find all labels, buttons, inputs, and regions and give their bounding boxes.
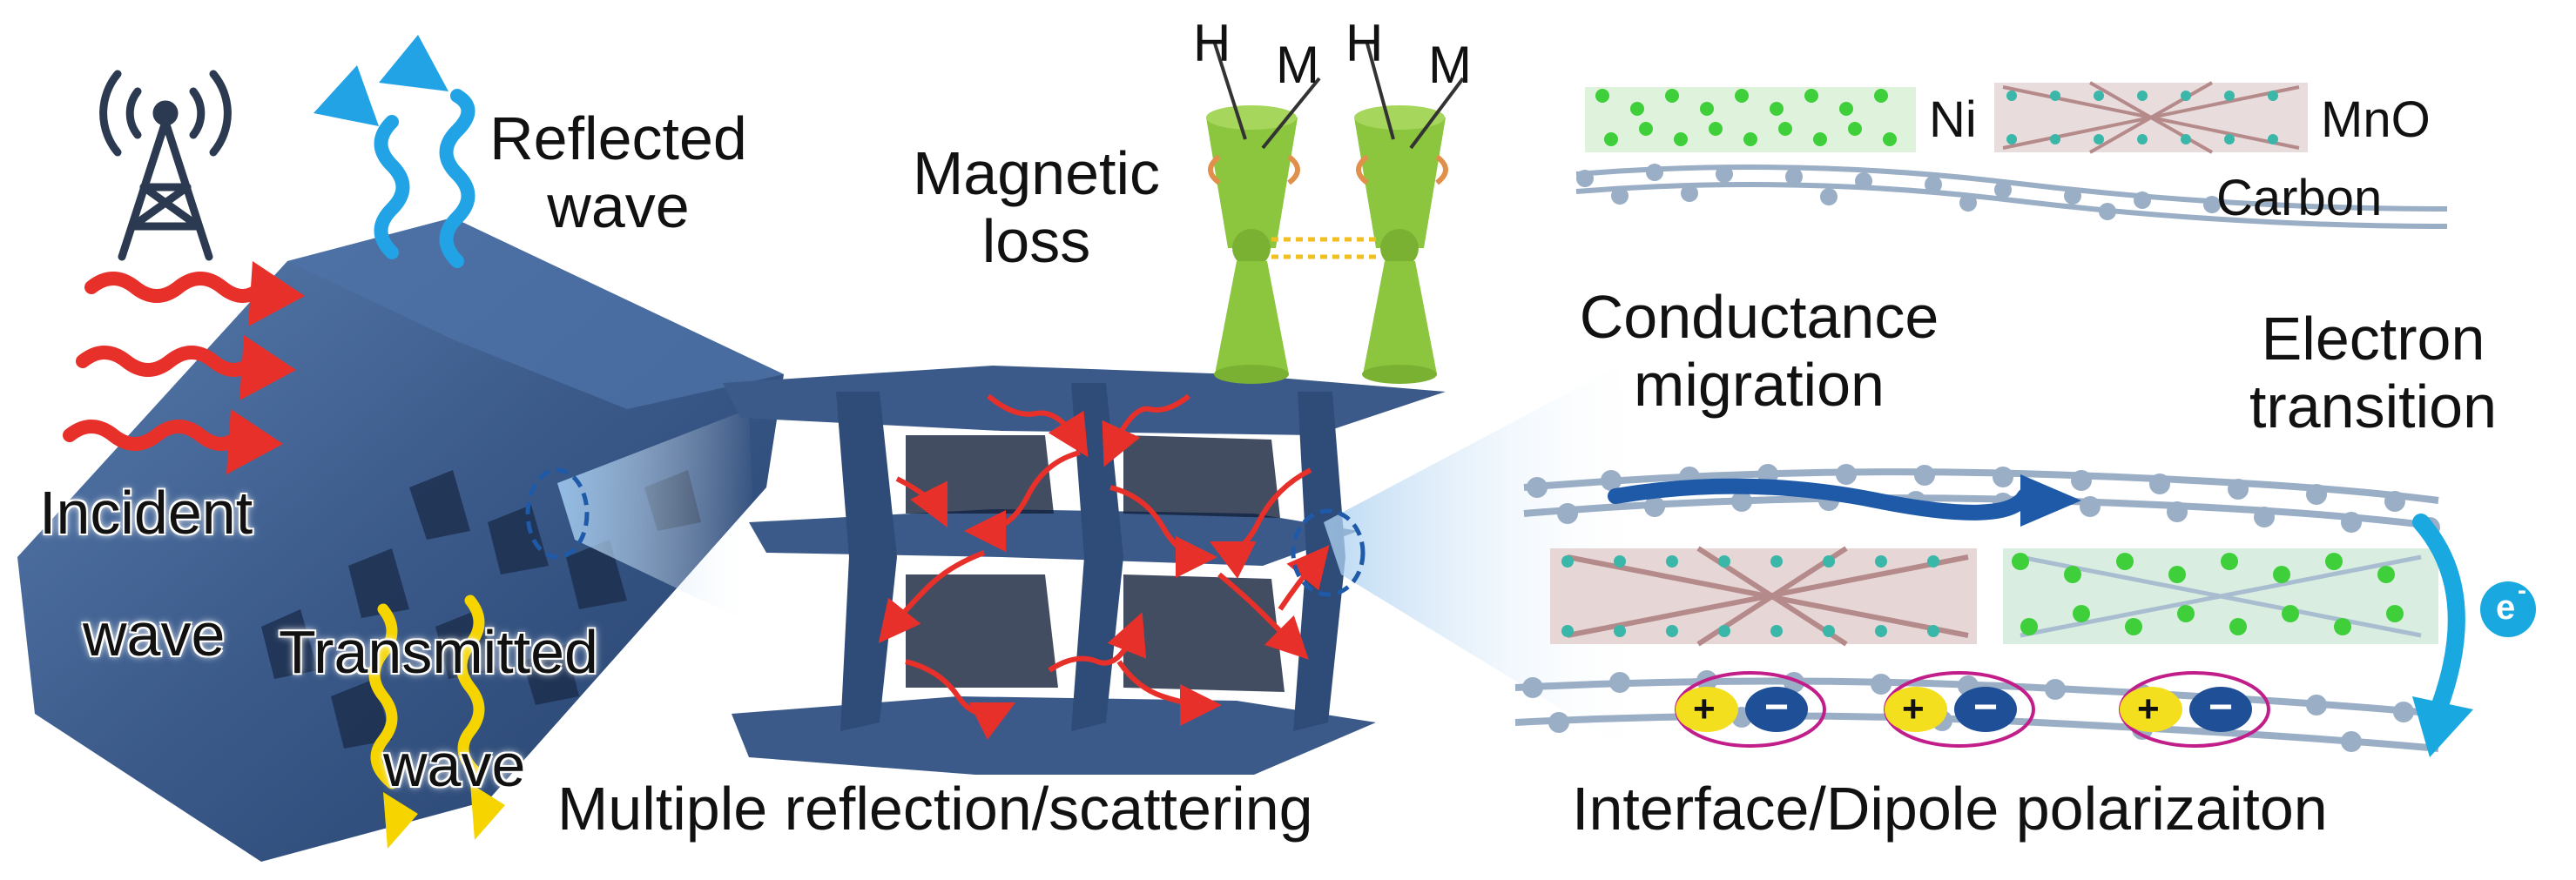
ni-crystal-composite — [2003, 548, 2438, 644]
dipole-pair-1 — [1675, 671, 1826, 748]
h-label-1: H — [1193, 14, 1231, 72]
transmitted-wave-label: Transmitted — [279, 618, 598, 686]
carbon-layer-legend — [1575, 164, 2448, 229]
magnetic-dipole-cones — [1206, 43, 1465, 384]
reflected-wave-arrows — [374, 89, 475, 268]
multiple-reflection-label: Multiple reflection/scattering — [557, 775, 1313, 843]
zoom-beam-left — [557, 409, 758, 627]
incident-wave-label: Incident — [39, 479, 253, 547]
dipole-minus-2: − — [1973, 684, 1999, 730]
carbon-legend-label: Carbon — [2216, 170, 2383, 226]
dipole-pair-2 — [1884, 671, 2035, 748]
zoom-beam-right — [1324, 366, 1655, 766]
ni-legend-label: Ni — [1929, 91, 1977, 148]
electron-transition-arrow — [2412, 514, 2473, 757]
electron-charge-label: - — [2518, 576, 2526, 605]
m-label-1: M — [1276, 36, 1319, 94]
scatter-arrows — [878, 393, 1330, 740]
h-label-2: H — [1345, 14, 1384, 72]
mno-crystal-legend — [1994, 81, 2308, 154]
transmitted-wave-arrows — [368, 595, 485, 789]
dipole-minus-3: − — [2208, 684, 2234, 730]
dipole-minus-1: − — [1764, 684, 1790, 730]
conductance-migration-label: Conductance migration — [1579, 283, 1939, 419]
scaffold-structure — [723, 366, 1446, 775]
incident-wave-arrows — [63, 272, 268, 451]
dipole-plus-3: + — [2137, 688, 2160, 730]
zoom-circle-right — [1291, 508, 1366, 597]
zoom-circle-left — [525, 467, 590, 560]
electron-transition-label: Electron transition — [2249, 305, 2498, 440]
electron-badge — [2480, 581, 2536, 637]
top-carbon-layer — [1523, 464, 2440, 538]
m-label-2: M — [1428, 36, 1472, 94]
foam-block — [17, 218, 784, 862]
interface-dipole-label: Interface/Dipole polarizaiton — [1572, 775, 2328, 843]
mno-legend-label: MnO — [2321, 91, 2431, 148]
ni-crystal-legend — [1585, 87, 1916, 152]
conductance-arrow — [1608, 474, 2081, 527]
incident-wave-label-line2: wave — [83, 601, 226, 668]
electron-symbol-label: e — [2496, 588, 2516, 627]
transmitted-wave-label-line2: wave — [383, 731, 526, 799]
transmitted-arrowheads — [383, 783, 505, 849]
reflected-arrowheads — [314, 35, 448, 126]
reflected-wave-label: Reflected wave — [489, 104, 747, 240]
mno-crystal-composite — [1550, 546, 1977, 647]
magnetic-loss-label: Magnetic loss — [912, 139, 1161, 275]
dipole-plus-2: + — [1902, 688, 1925, 730]
dipole-plus-1: + — [1693, 688, 1716, 730]
antenna-tower-icon — [99, 70, 232, 261]
dipole-pair-3 — [2119, 671, 2270, 748]
incident-arrowheads — [226, 261, 305, 474]
